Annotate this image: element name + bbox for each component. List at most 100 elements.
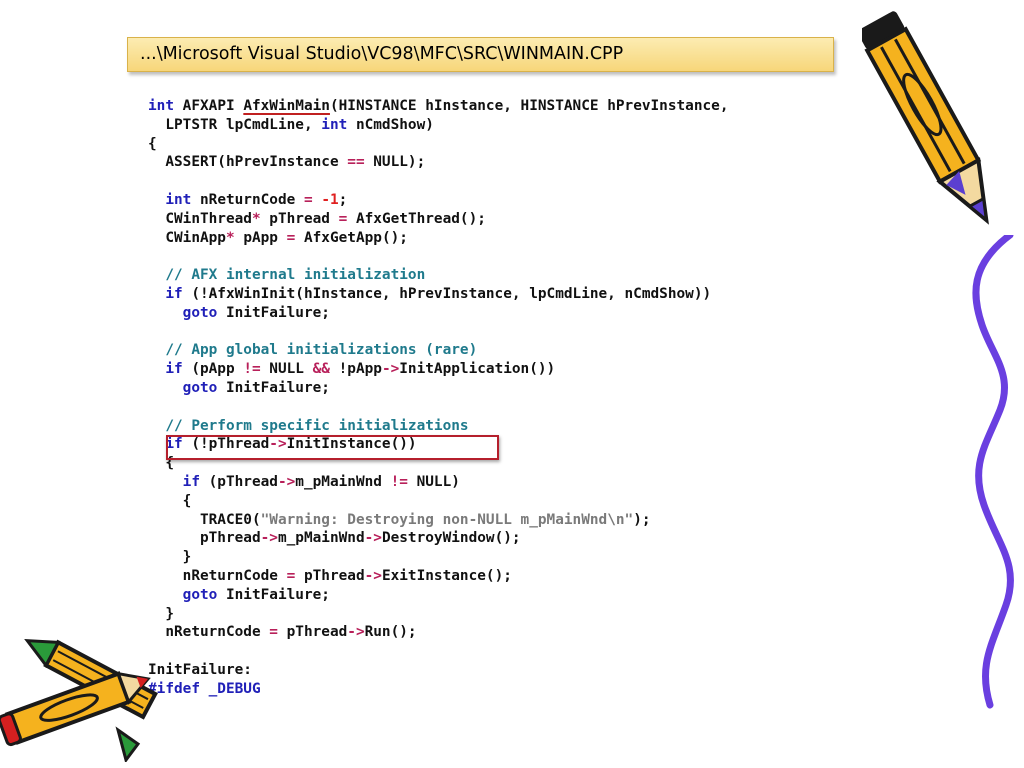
- code-line: [148, 398, 868, 417]
- code-line: goto InitFailure;: [148, 379, 868, 398]
- code-token: ->: [381, 361, 400, 378]
- code-token: ==: [347, 154, 365, 171]
- code-token: // Perform specific initializations: [148, 417, 469, 434]
- code-token: ->: [364, 567, 382, 584]
- code-token: int: [321, 116, 348, 133]
- code-token: [148, 587, 183, 603]
- code-token: (pThread: [199, 473, 278, 490]
- code-token: );: [633, 511, 651, 528]
- code-token: InitFailure;: [217, 379, 330, 396]
- code-token: CWinThread: [148, 210, 252, 227]
- code-line: if (pThread->m_pMainWnd != NULL): [148, 473, 868, 492]
- code-token: LPTSTR lpCmdLine,: [148, 116, 322, 133]
- code-token: m_pMainWnd: [295, 473, 391, 490]
- code-token: {: [148, 455, 174, 472]
- code-token: =: [338, 210, 348, 227]
- code-token: InitFailure:: [148, 661, 252, 678]
- code-line: #ifdef _DEBUG: [148, 680, 868, 699]
- code-token: ExitInstance();: [381, 567, 512, 584]
- code-token: if: [165, 285, 183, 302]
- code-token: (pApp: [182, 361, 244, 378]
- code-token: pThread: [277, 624, 348, 641]
- code-line: LPTSTR lpCmdLine, int nCmdShow): [148, 116, 868, 135]
- code-line: ASSERT(hPrevInstance == NULL);: [148, 153, 868, 172]
- code-token: [148, 436, 165, 452]
- code-line: if (!pThread->InitInstance()): [148, 435, 868, 454]
- code-token: (!AfxWinInit(hInstance, hPrevInstance, l…: [182, 285, 712, 302]
- code-token: ->: [277, 473, 296, 490]
- crayons-icon: [0, 639, 158, 762]
- squiggle-decoration: [972, 235, 1014, 709]
- code-token: NULL);: [364, 154, 426, 171]
- code-token: nReturnCode: [148, 624, 270, 641]
- code-token: [148, 380, 183, 396]
- code-token: ->: [269, 436, 287, 453]
- code-token: // App global initializations (rare): [148, 342, 478, 359]
- slide-title-bar: ...\Microsoft Visual Studio\VC98\MFC\SRC…: [127, 37, 834, 72]
- code-token: CWinApp: [148, 229, 226, 246]
- code-token: [148, 286, 165, 302]
- code-token: ->: [347, 624, 365, 641]
- code-token: NULL): [407, 473, 460, 490]
- code-token: =: [286, 229, 296, 246]
- code-token: (HINSTANCE hInstance, HINSTANCE hPrevIns…: [329, 98, 729, 114]
- code-token: TRACE0(: [148, 511, 261, 528]
- code-line: [148, 172, 868, 191]
- code-token: AfxGetThread();: [347, 210, 486, 227]
- code-token: }: [148, 605, 174, 622]
- code-token: "Warning: Destroying non-NULL m_pMainWnd…: [260, 511, 634, 528]
- code-line: InitFailure:: [148, 661, 868, 680]
- code-line: nReturnCode = pThread->Run();: [148, 623, 868, 642]
- code-line: if (pApp != NULL && !pApp->InitApplicati…: [148, 360, 868, 379]
- code-token: =: [286, 567, 296, 584]
- code-token: !=: [243, 361, 261, 378]
- code-token: (!pThread: [182, 436, 270, 453]
- code-token: if: [165, 361, 183, 378]
- code-token: [148, 474, 183, 490]
- code-token: !=: [390, 473, 408, 490]
- code-line: nReturnCode = pThread->ExitInstance();: [148, 567, 868, 586]
- code-token: DestroyWindow();: [381, 530, 521, 547]
- code-line: int nReturnCode = -1;: [148, 191, 868, 210]
- code-line: }: [148, 605, 868, 624]
- code-line: TRACE0("Warning: Destroying non-NULL m_p…: [148, 511, 868, 530]
- pencil-icon: [862, 11, 989, 225]
- code-token: [148, 192, 165, 208]
- code-token: #ifdef _DEBUG: [148, 680, 261, 697]
- code-token: pThread: [148, 530, 261, 547]
- code-token: goto: [182, 379, 218, 396]
- code-line: // App global initializations (rare): [148, 341, 868, 360]
- code-line: [148, 642, 868, 661]
- code-token: if: [182, 473, 200, 490]
- code-token: =: [269, 624, 278, 641]
- code-token: AfxWinMain: [243, 98, 330, 114]
- code-token: =: [303, 191, 313, 208]
- code-line: // AFX internal initialization: [148, 266, 868, 285]
- code-token: NULL: [260, 361, 313, 378]
- code-token: ->: [260, 530, 278, 547]
- code-token: }: [148, 549, 192, 566]
- code-token: // AFX internal initialization: [148, 267, 426, 284]
- code-token: nCmdShow): [347, 116, 434, 133]
- code-token: ;: [338, 191, 348, 208]
- code-token: [148, 305, 183, 321]
- code-token: nReturnCode: [191, 191, 304, 208]
- code-text: int AFXAPI AfxWinMain(HINSTANCE hInstanc…: [148, 97, 868, 699]
- code-token: int: [148, 98, 174, 114]
- code-token: nReturnCode: [148, 567, 287, 584]
- code-line: goto InitFailure;: [148, 586, 868, 605]
- code-token: InitFailure;: [217, 304, 330, 321]
- code-token: {: [148, 492, 192, 509]
- code-token: goto: [182, 586, 218, 603]
- code-line: {: [148, 454, 868, 473]
- code-token: [148, 361, 165, 377]
- code-line: // Perform specific initializations: [148, 417, 868, 436]
- code-line: if (!AfxWinInit(hInstance, hPrevInstance…: [148, 285, 868, 304]
- code-line: CWinThread* pThread = AfxGetThread();: [148, 210, 868, 229]
- code-token: pApp: [234, 229, 287, 246]
- code-token: {: [148, 135, 157, 152]
- code-line: {: [148, 492, 868, 511]
- code-token: m_pMainWnd: [277, 530, 365, 547]
- code-line: [148, 247, 868, 266]
- code-token: goto: [182, 304, 218, 321]
